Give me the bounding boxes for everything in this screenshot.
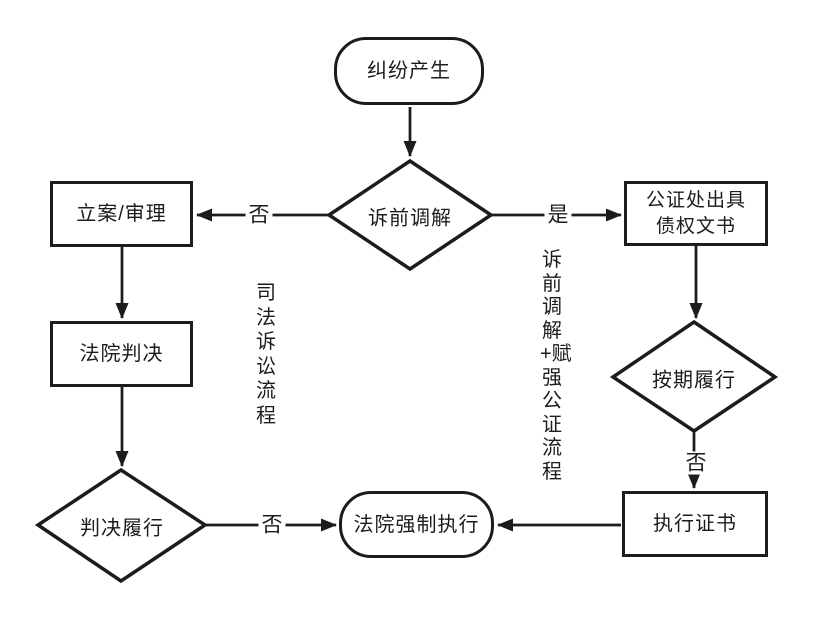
edge-label-mediation-yes: 是 [544,203,572,227]
node-enforcement-certificate: 执行证书 [622,491,768,557]
node-enforcement-label: 法院强制执行 [353,513,480,536]
node-notary-document-label-line1: 公证处出具 [645,189,746,211]
node-filing-label: 立案/审理 [76,203,167,225]
node-notary-document: 公证处出具 债权文书 [624,181,768,246]
node-dispute-label: 纠纷产生 [367,60,451,82]
decision-mediation-shape [325,158,495,272]
caption-notarization-process: 诉前调解+赋强公证流程 [540,249,572,483]
node-dispute: 纠纷产生 [334,37,484,105]
edge-label-judgment-no: 否 [258,513,286,537]
decision-judgment-performed-shape [34,467,209,584]
node-judgment-performed-label: 判决履行 [80,517,164,540]
edge-label-mediation-no: 否 [245,203,273,227]
node-court-judgment: 法院判决 [50,321,193,387]
node-on-schedule-label: 按期履行 [652,369,736,392]
node-mediation-label: 诉前调解 [368,207,452,230]
node-court-judgment-label: 法院判决 [79,343,164,365]
node-notary-document-label-line2: 债权文书 [655,215,736,237]
node-enforcement-certificate-label: 执行证书 [653,513,737,535]
edge-label-on-schedule-no: 否 [682,451,710,475]
node-filing: 立案/审理 [50,181,193,247]
caption-litigation-process: 司法诉讼流程 [256,282,276,427]
node-enforcement: 法院强制执行 [339,491,494,558]
